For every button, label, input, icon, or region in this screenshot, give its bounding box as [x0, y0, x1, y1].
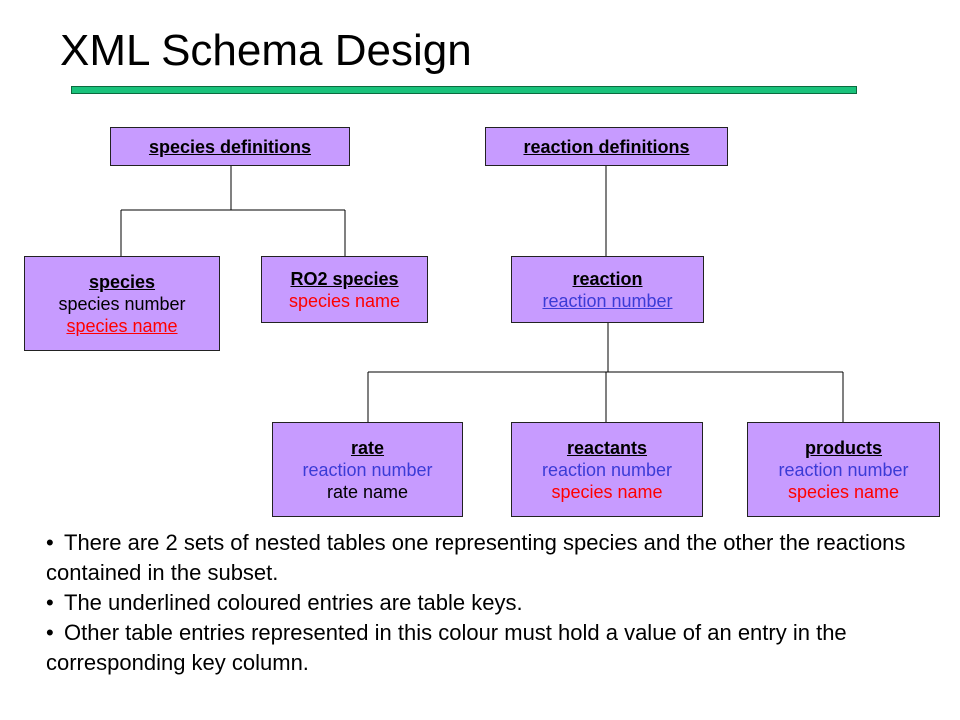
- rate-header: rate: [350, 437, 385, 458]
- reaction-header: reaction: [572, 268, 643, 289]
- reaction-definitions-header: reaction definitions: [523, 136, 690, 157]
- species-definitions-box: species definitions: [110, 127, 350, 166]
- species-definitions-header: species definitions: [148, 136, 312, 157]
- reactants-box: reactants reaction number species name: [511, 422, 703, 517]
- products-species-name-field: species name: [787, 481, 900, 502]
- products-box: products reaction number species name: [747, 422, 940, 517]
- bullet-glyph: •: [46, 620, 54, 645]
- bullet-glyph: •: [46, 590, 54, 615]
- products-reaction-number-field: reaction number: [778, 459, 909, 480]
- notes-list: •There are 2 sets of nested tables one r…: [46, 528, 926, 678]
- products-header: products: [804, 437, 882, 458]
- bullet-glyph: •: [46, 530, 54, 555]
- note-text: There are 2 sets of nested tables one re…: [46, 530, 906, 585]
- ro2-species-header: RO2 species: [290, 268, 399, 289]
- species-header: species: [88, 271, 156, 292]
- note-item: •There are 2 sets of nested tables one r…: [46, 528, 926, 588]
- reactants-header: reactants: [566, 437, 648, 458]
- page-title: XML Schema Design: [60, 26, 472, 75]
- species-number-field: species number: [58, 293, 186, 314]
- ro2-species-name-field: species name: [288, 290, 401, 311]
- reaction-definitions-box: reaction definitions: [485, 127, 728, 166]
- reactants-reaction-number-field: reaction number: [541, 459, 673, 480]
- reaction-box: reaction reaction number: [511, 256, 704, 323]
- title-underline-rule: [71, 86, 857, 94]
- rate-name-field: rate name: [326, 481, 409, 502]
- rate-box: rate reaction number rate name: [272, 422, 463, 517]
- note-text: The underlined coloured entries are tabl…: [64, 590, 523, 615]
- note-item: •Other table entries represented in this…: [46, 618, 926, 678]
- reaction-number-key: reaction number: [542, 290, 673, 311]
- ro2-species-box: RO2 species species name: [261, 256, 428, 323]
- rate-reaction-number-field: reaction number: [302, 459, 433, 480]
- species-box: species species number species name: [24, 256, 220, 351]
- species-name-key: species name: [66, 315, 178, 336]
- note-text: Other table entries represented in this …: [46, 620, 847, 675]
- reactants-species-name-field: species name: [551, 481, 663, 502]
- note-item: • The underlined coloured entries are tab…: [46, 588, 926, 618]
